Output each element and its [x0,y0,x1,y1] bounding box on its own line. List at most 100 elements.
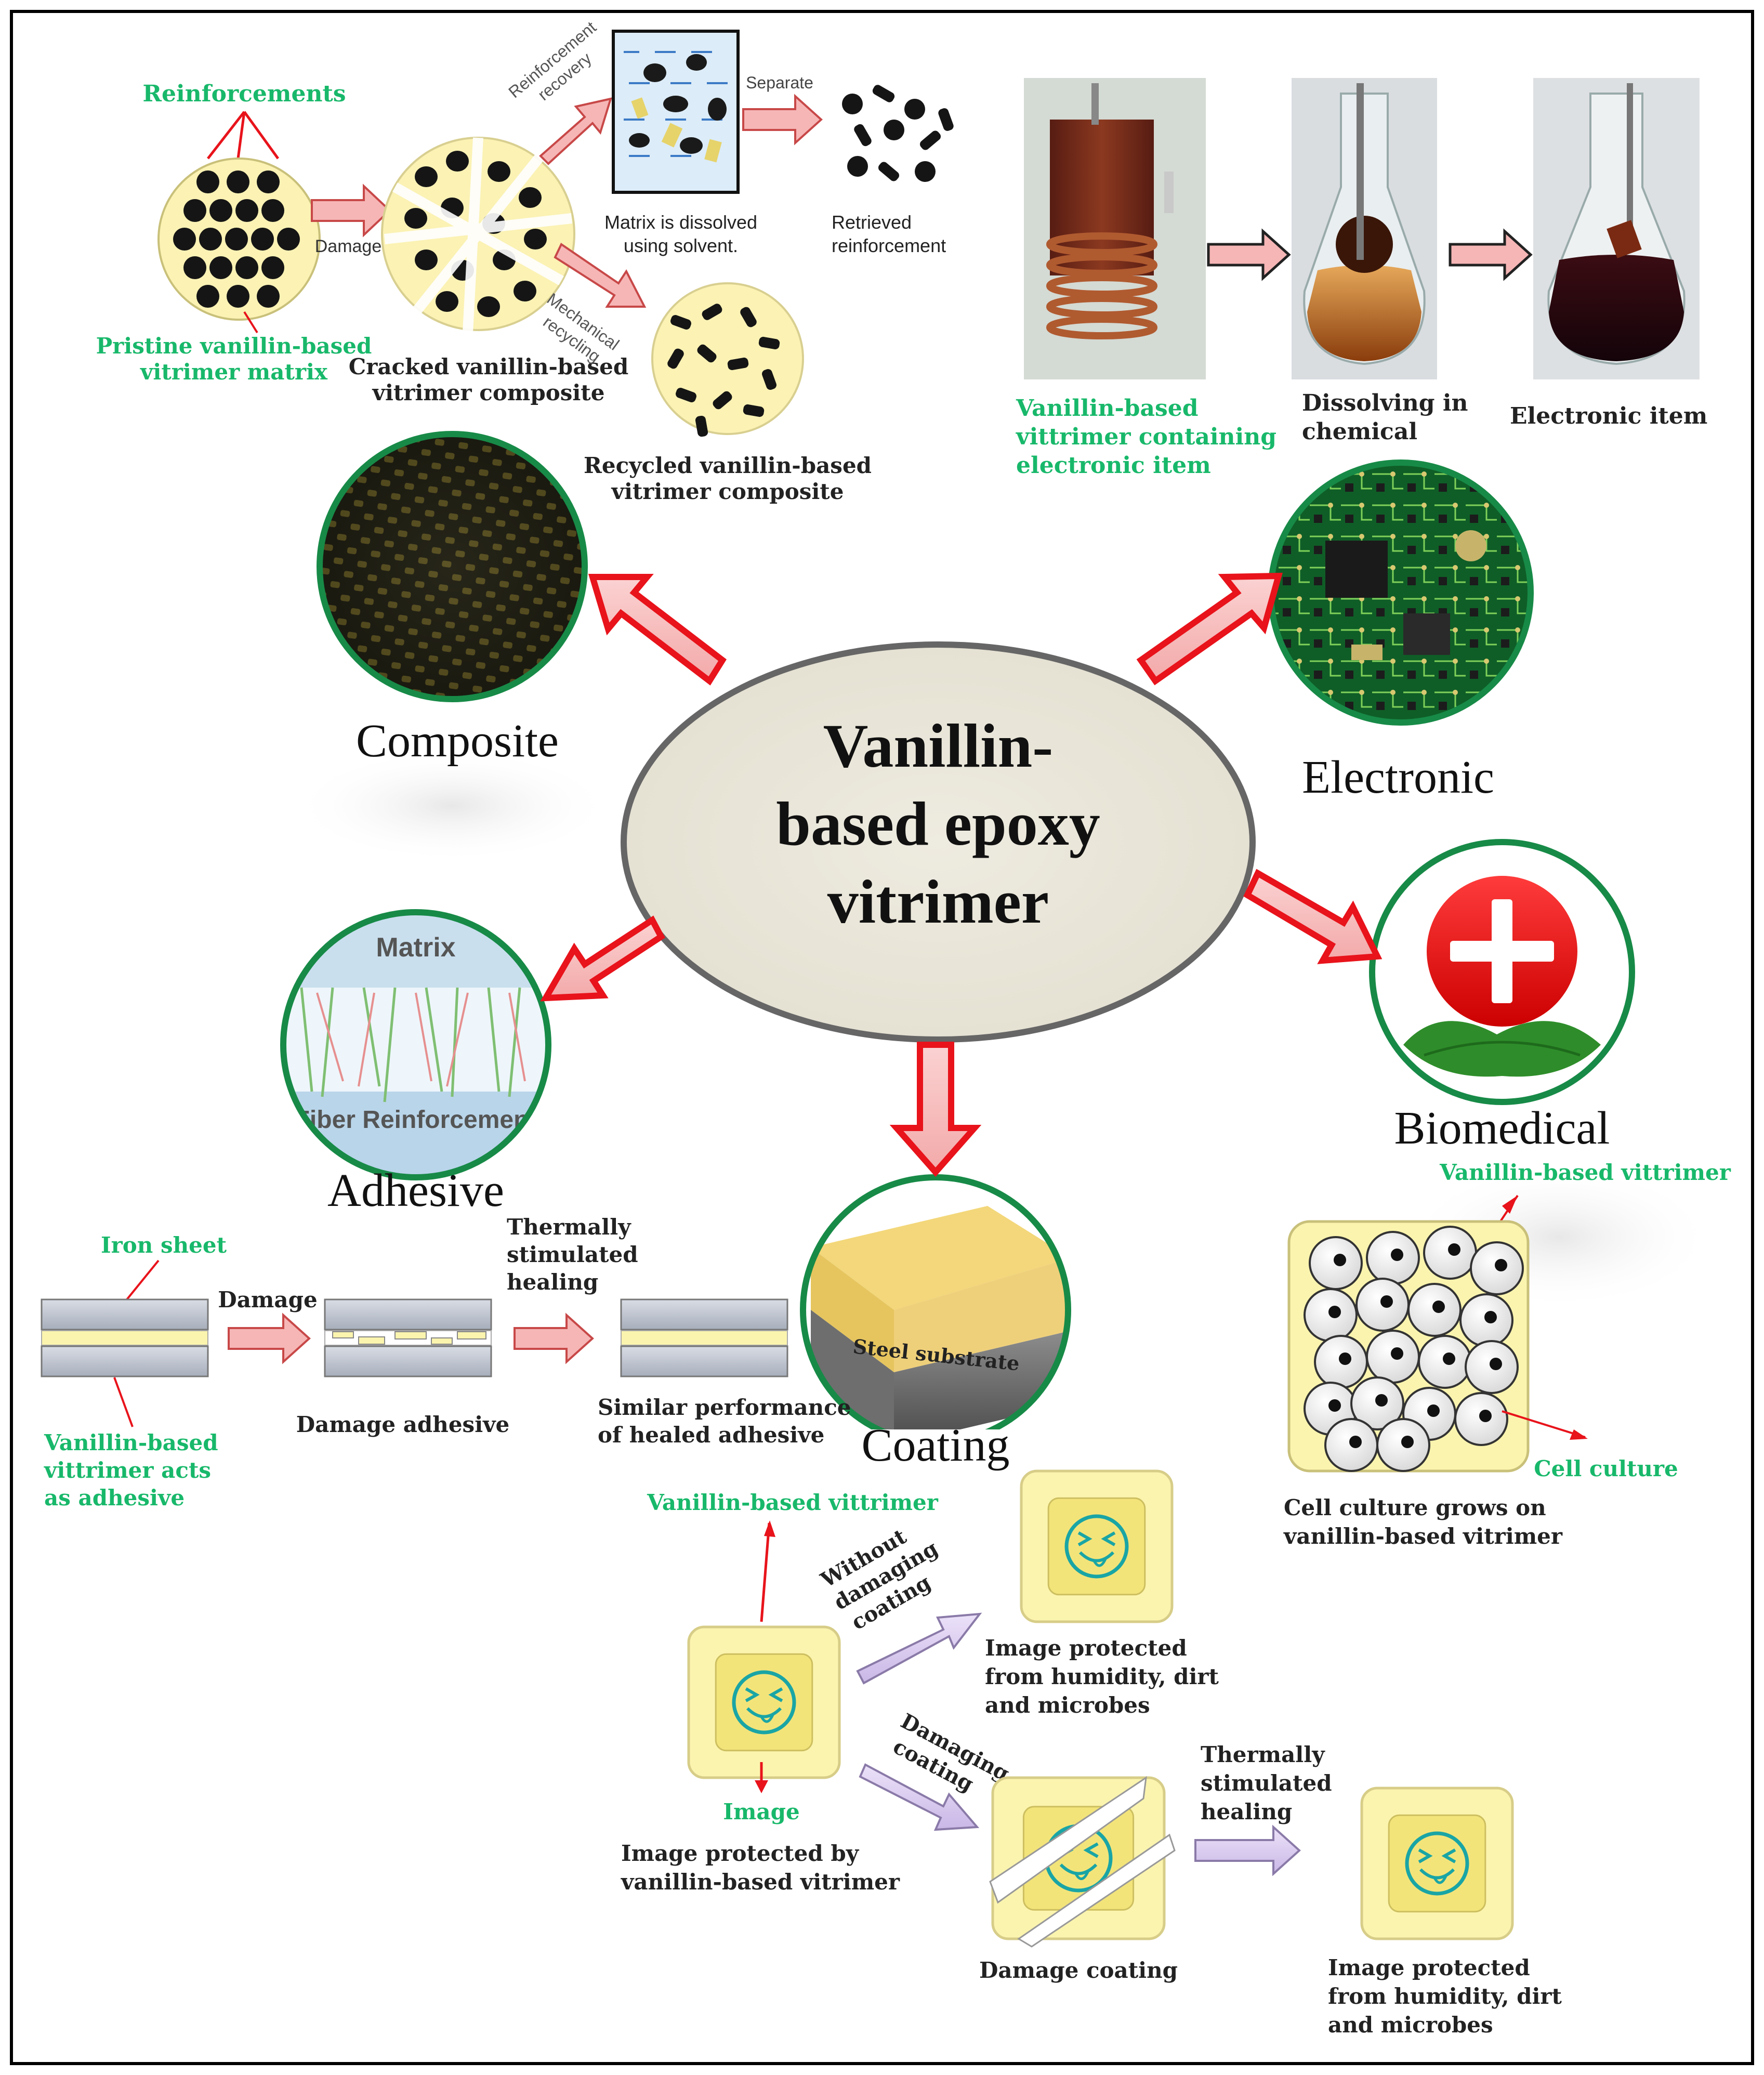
cracked-label-2: vitrimer composite [372,380,605,405]
center-title-line-3: vitrimer [827,867,1049,936]
cell-nucleus [1479,1410,1492,1422]
chopped-fibre [762,369,776,390]
vitrimer-item-label-3: electronic item [1016,452,1211,479]
fibre-dot [235,256,258,279]
fibre-dot [183,256,206,279]
recycled-composite-disc [651,282,804,437]
fibre-dot [261,199,284,222]
coating-tile-healed [1360,1787,1514,1940]
retrieved-fibre [938,108,954,131]
bio-vitrimer-label: Vanillin-based vittrimer [1439,1160,1731,1185]
vitrimer-item-label-1: Vanillin-based [1016,395,1199,422]
coating-circle: Steel substrate [800,1174,1071,1446]
cell-nucleus [1443,1352,1455,1365]
retrieved-fibre [919,130,941,150]
similar-label-1: Similar performance [598,1395,851,1420]
retrieved-fibre [904,99,925,120]
coating-thermal-label-1: Thermally [1201,1742,1325,1767]
coating-tile-damaged [989,1776,1176,1948]
arrow-to-biomedical [1243,869,1383,964]
adhesive-matrix-label: Matrix [376,933,455,963]
fibre-dot [261,256,284,279]
dissolving-label-2: chemical [1302,418,1417,445]
protected-2-label-1: Image protected [1328,1955,1530,1980]
arrow-to-composite [588,574,727,686]
fibre-dot [227,170,249,193]
cracked-label-1: Cracked vanillin-based [349,354,628,379]
damaging-arrow [859,1763,980,1831]
cell-nucleus [1401,1436,1414,1448]
adhesive-label: Adhesive [327,1165,504,1216]
electronic-item-arrow [1449,228,1533,281]
chopped-fibre [697,344,717,363]
electronic-label: Electronic [1302,752,1494,803]
damage-adhesive-label: Damage adhesive [296,1412,510,1437]
adhesive-fiber-label: Fiber Reinforcement [295,1106,537,1134]
center-title-line-2: based epoxy [776,789,1100,858]
electronic-process-panel: Vanillin-based vittrimer containing elec… [1016,78,1707,479]
fibre-dot [488,161,510,182]
adhesive-thermal-label-2: stimulated [507,1242,638,1267]
cell-nucleus [1391,1249,1403,1261]
composite-circle [317,431,588,702]
retrieved-reinforcement-pieces [842,85,954,182]
matrix-dissolved-label-2: using solvent. [624,235,738,256]
fibre-dot [446,151,469,172]
fibre-dot [415,249,438,270]
retrieved-fibre [842,94,863,114]
protected-1-label-3: and microbes [985,1692,1150,1718]
fibre-dot [199,228,222,251]
biomedical-label: Biomedical [1394,1102,1610,1154]
recycled-label-1: Recycled vanillin-based [584,453,872,478]
pointer-line [760,1522,771,1622]
center-oval [621,641,1256,1043]
fibre-dot [514,281,536,301]
image-layer [1047,1497,1146,1596]
chopped-fibre [743,404,765,417]
fibre-dot [251,228,274,251]
arrow-to-adhesive [540,915,665,1002]
coating-process-panel: Vanillin-based vittrimer Image Image pro… [621,1469,1562,2038]
coating-label-mask [842,1429,1039,1487]
fibre-dot [196,170,219,193]
adhesive-thermal-label-3: healing [507,1269,598,1295]
retrieved-fibre [915,161,936,182]
fibre-dot [415,166,438,187]
chopped-fibre [702,304,722,320]
mechanical-recycling-arrow [554,243,647,308]
coating-crack [989,1776,1147,1904]
biomedical-process-panel: Vanillin-based vittrimer Cell culture Ce… [1283,1160,1731,1549]
damage-arrow [311,183,391,238]
reinforcements-label: Reinforcements [142,81,346,107]
cell-nucleus [1391,1347,1403,1360]
coating-healing-arrow [1194,1824,1301,1876]
adhesive-healing-arrow [514,1312,594,1364]
cell-nucleus [1375,1394,1388,1407]
fibre-dot [183,199,206,222]
chopped-fibre [727,357,749,371]
fibre-dot [436,291,458,312]
dissolve-arrow [1207,228,1291,281]
coating-thermal-label-2: stimulated [1201,1770,1332,1796]
pristine-matrix-disc [157,157,321,321]
composite-label: Composite [356,715,559,767]
protected-2-label-2: from humidity, dirt [1328,1984,1562,2009]
recycled-label-2: vitrimer composite [611,479,844,504]
fibre-dot [477,296,500,317]
fibre-dot [524,229,547,249]
photo-dissolving-flask [1292,78,1437,379]
pointer-line [1502,1410,1586,1438]
chopped-fibre [740,307,757,327]
chopped-fibre [713,391,732,410]
similar-label-2: of healed adhesive [598,1422,824,1448]
laughing-face-icon [1064,1514,1129,1579]
chopped-fibre [667,348,684,369]
electronic-item-label: Electronic item [1510,403,1707,429]
chopped-fibre [670,315,691,330]
chopped-fibre [695,415,708,437]
separate-label: Separate [746,73,813,92]
arrow-to-electronic [1136,572,1283,686]
pointer-line [207,111,245,160]
arrow-to-coating [889,1042,982,1177]
